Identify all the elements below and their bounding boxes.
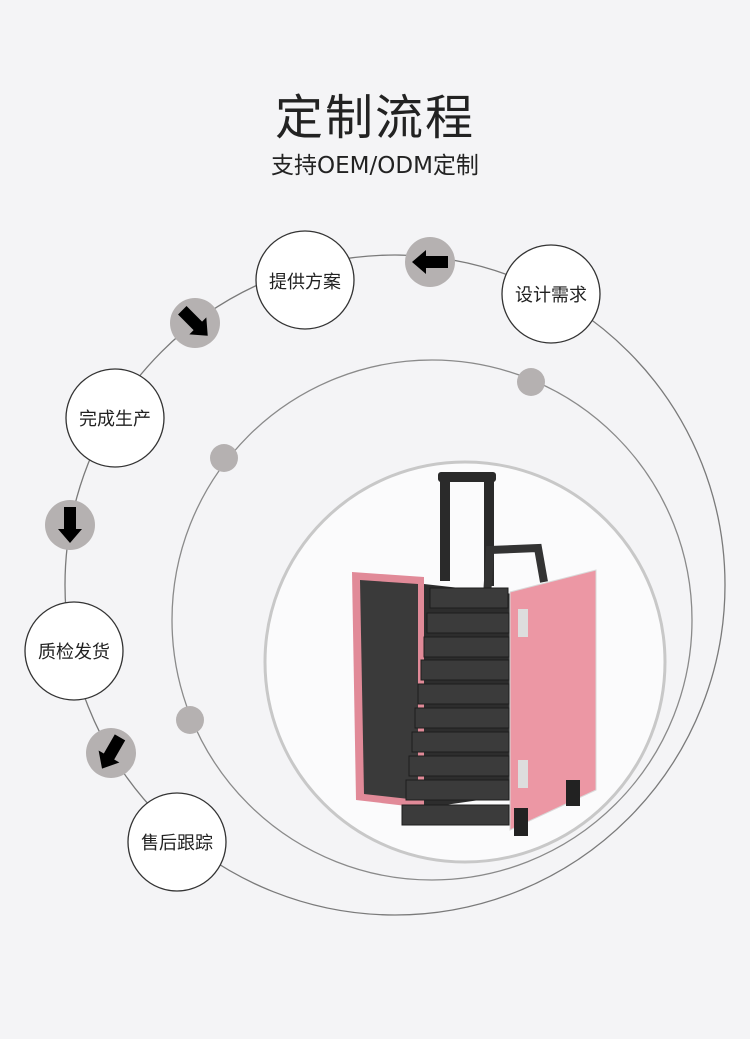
step-label: 提供方案 [269, 272, 341, 293]
step-label: 售后跟踪 [141, 833, 213, 854]
arrow-down-left-icon [170, 298, 220, 348]
step-complete-production: 完成生产 [65, 368, 165, 468]
trolley-case-image [352, 472, 597, 836]
step-inspection-shipping: 质检发货 [24, 601, 124, 701]
page-title: 定制流程 [274, 90, 475, 146]
step-provide-solution: 提供方案 [255, 230, 355, 330]
ring-dot [210, 444, 238, 472]
step-design-requirements: 设计需求 [501, 244, 601, 344]
step-after-sales: 售后跟踪 [127, 792, 227, 892]
arrow-left-icon [405, 237, 455, 287]
page-subtitle: 支持OEM/ODM定制 [271, 153, 479, 179]
step-label: 完成生产 [79, 409, 151, 430]
step-label: 设计需求 [515, 285, 587, 306]
arrow-down-icon [45, 500, 95, 550]
step-label: 质检发货 [38, 642, 110, 663]
outer-ring [64, 254, 726, 916]
arrow-down-right-icon [86, 728, 136, 778]
ring-dot [517, 368, 545, 396]
ring-dot [176, 706, 204, 734]
middle-ring [171, 359, 693, 881]
